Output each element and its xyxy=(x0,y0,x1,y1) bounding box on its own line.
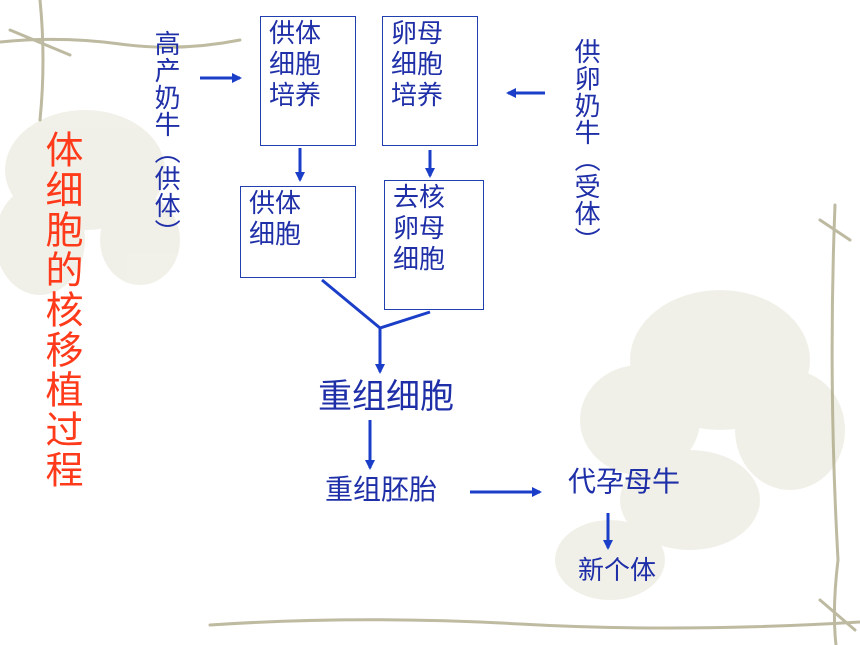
box-donor-culture-line: 培养 xyxy=(269,81,322,112)
box-enucleated-egg-cell: 去核 卵母 细胞 xyxy=(384,180,484,310)
box-egg-culture-line: 培养 xyxy=(391,81,444,112)
recipient-label: 供卵奶牛（受体） xyxy=(570,38,600,254)
box-donor-cell-line: 细胞 xyxy=(249,220,302,251)
box-egg-cell-culture: 卵母 细胞 培养 xyxy=(382,16,478,146)
box-donor-cell-culture: 供体 细胞 培养 xyxy=(260,16,356,146)
recombined-embryo-label: 重组胚胎 xyxy=(325,473,438,506)
box-donor-cell: 供体 细胞 xyxy=(240,186,356,278)
recombined-cell-label: 重组细胞 xyxy=(318,377,454,417)
recipient-label-line1: 供卵奶牛 xyxy=(570,38,601,146)
recipient-label-line2: （受体） xyxy=(570,146,601,254)
donor-label-line2: （供体） xyxy=(150,138,181,246)
donor-label-line1: 高产奶牛 xyxy=(150,30,181,138)
box-egg-culture-line: 卵母 xyxy=(391,19,444,49)
box-donor-culture-line: 细胞 xyxy=(269,50,322,81)
new-individual-label: 新个体 xyxy=(578,556,657,586)
box-donor-cell-line: 供体 xyxy=(249,189,302,219)
box-donor-culture-line: 供体 xyxy=(269,19,322,49)
box-enucleated-egg-line: 去核 xyxy=(393,183,446,213)
box-enucleated-egg-line: 细胞 xyxy=(393,245,446,276)
surrogate-cow-label: 代孕母牛 xyxy=(568,465,681,498)
side-title: 体细胞的核移植过程 xyxy=(39,130,83,490)
donor-label: 高产奶牛（供体） xyxy=(150,30,180,246)
box-egg-culture-line: 细胞 xyxy=(391,50,444,81)
box-enucleated-egg-line: 卵母 xyxy=(393,214,446,245)
